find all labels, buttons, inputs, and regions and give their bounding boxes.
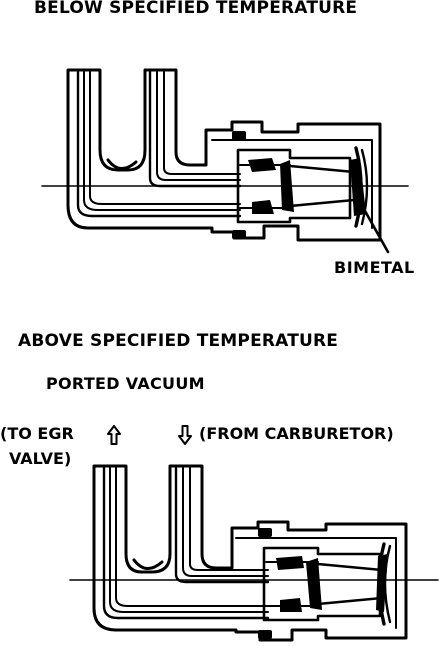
below-temperature-title: BELOW SPECIFIED TEMPERATURE: [34, 0, 358, 18]
to-egr-label-line1: (TO EGR: [0, 424, 74, 443]
valve-closed-diagram: [41, 68, 409, 254]
o-ring: [258, 630, 272, 639]
o-ring: [258, 528, 272, 537]
arrow-up-icon: [107, 425, 121, 445]
o-ring: [232, 230, 246, 239]
arrow-down-icon: [178, 425, 192, 445]
left-port-passage: [76, 70, 242, 218]
ported-vacuum-label: PORTED VACUUM: [46, 374, 205, 393]
valve-chamber: [262, 546, 382, 622]
valve-open-diagram: [69, 464, 439, 642]
valve-body-outline: [92, 464, 408, 642]
above-temperature-title: ABOVE SPECIFIED TEMPERATURE: [18, 331, 339, 351]
to-egr-label-line2: VALVE): [9, 449, 72, 468]
valve-plunger: [316, 562, 384, 606]
valve-body-outline: [66, 68, 382, 242]
bimetal-label: BIMETAL: [334, 258, 415, 277]
valve-chamber: [236, 148, 352, 224]
left-port-passage: [102, 466, 270, 620]
o-ring: [232, 131, 246, 140]
from-carburetor-label: (FROM CARBURETOR): [199, 424, 394, 443]
